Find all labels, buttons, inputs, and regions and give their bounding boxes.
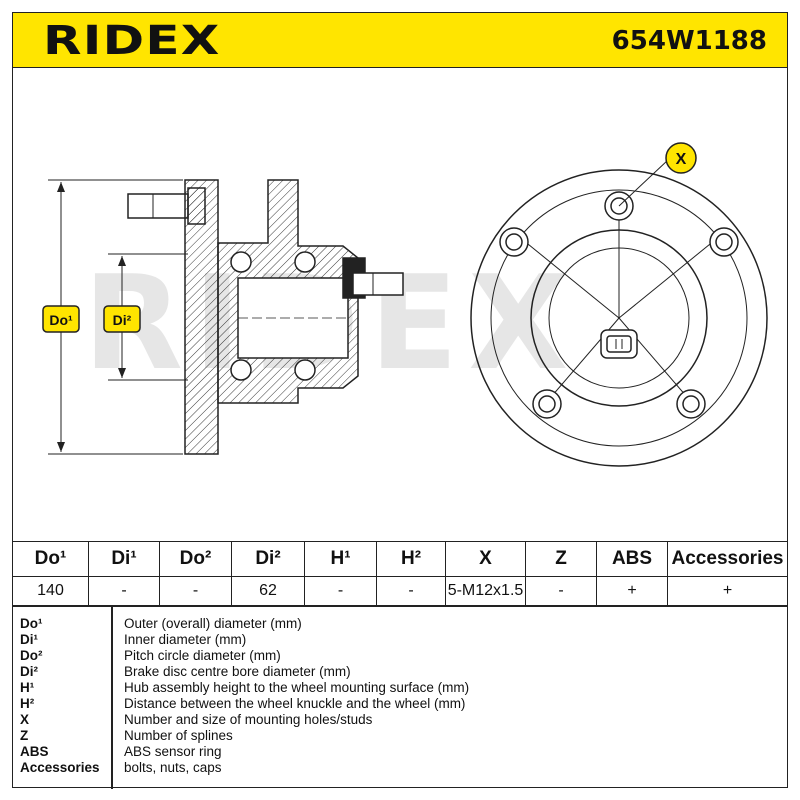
part-number: 654W1188 (611, 26, 767, 56)
header-bar: RIDEX 654W1188 (12, 12, 788, 68)
legend-desc: Brake disc centre bore diameter (mm) (124, 664, 351, 679)
legend-desc: Hub assembly height to the wheel mountin… (124, 680, 470, 695)
legend-desc: bolts, nuts, caps (124, 760, 222, 775)
specs-header: ABS (596, 541, 668, 577)
specs-value: 5-M12x1.5 (445, 576, 526, 606)
di2-label: Di² (103, 305, 141, 333)
specs-header: Di² (231, 541, 305, 577)
specs-value: - (525, 576, 597, 606)
legend-term: Do² (20, 648, 43, 663)
specs-header: Di¹ (88, 541, 160, 577)
wheel-hub-section-view (48, 179, 404, 455)
bolt-hole (676, 389, 706, 419)
specs-header: Do¹ (12, 541, 89, 577)
bolt-hole (709, 227, 739, 257)
svg-text:Di²: Di² (113, 312, 132, 328)
legend-row: X Number and size of mounting holes/studs (12, 712, 788, 728)
legend-term: Accessories (20, 760, 100, 775)
legend-desc: ABS sensor ring (124, 744, 222, 759)
legend-divider (111, 607, 113, 789)
x-label: X (665, 142, 697, 174)
legend-desc: Inner diameter (mm) (124, 632, 247, 647)
legend-desc: Number of splines (124, 728, 233, 743)
abs-sensor-connector-icon (600, 329, 638, 359)
specs-value: - (159, 576, 232, 606)
specs-table: Do¹ Di¹ Do² Di² H¹ H² X Z ABS Accessorie… (12, 541, 788, 606)
legend-term: Do¹ (20, 616, 43, 631)
legend-term: H² (20, 696, 35, 711)
svg-text:Do¹: Do¹ (49, 312, 73, 328)
specs-header: X (445, 541, 526, 577)
legend-term: ABS (20, 744, 49, 759)
legend-desc: Number and size of mounting holes/studs (124, 712, 373, 727)
legend-term: Z (20, 728, 29, 743)
specs-value: - (304, 576, 377, 606)
specs-header: H² (376, 541, 446, 577)
legend-row: Di¹ Inner diameter (mm) (12, 632, 788, 648)
legend-term: Di² (20, 664, 38, 679)
specs-value: + (596, 576, 668, 606)
specs-value: - (88, 576, 160, 606)
bolt-hole (532, 389, 562, 419)
legend-desc: Pitch circle diameter (mm) (124, 648, 281, 663)
specs-value: 62 (231, 576, 305, 606)
legend-term: Di¹ (20, 632, 38, 647)
specs-value: - (376, 576, 446, 606)
specs-value-row: 140 - - 62 - - 5-M12x1.5 - + + (12, 576, 788, 606)
do1-label: Do¹ (42, 305, 80, 333)
technical-drawing-svg: RIDEX (42, 142, 768, 467)
legend-row: Do¹ Outer (overall) diameter (mm) (12, 616, 788, 632)
legend-desc: Outer (overall) diameter (mm) (124, 616, 302, 631)
svg-text:X: X (676, 151, 687, 168)
technical-drawing: RIDEX (13, 68, 787, 542)
legend: Do¹ Outer (overall) diameter (mm) Di¹ Inne… (12, 606, 788, 789)
legend-term: H¹ (20, 680, 35, 695)
legend-row: H² Distance between the wheel knuckle and… (12, 696, 788, 712)
legend-row: ABS ABS sensor ring (12, 744, 788, 760)
specs-header: H¹ (304, 541, 377, 577)
legend-row: Accessories bolts, nuts, caps (12, 760, 788, 776)
bolt-hole (499, 227, 529, 257)
legend-term: X (20, 712, 30, 727)
legend-row: Z Number of splines (12, 728, 788, 744)
specs-header: Accessories (667, 541, 788, 577)
specs-header: Do² (159, 541, 232, 577)
legend-desc: Distance between the wheel knuckle and t… (124, 696, 466, 711)
brand-logo: RIDEX (43, 18, 221, 64)
specs-value: + (667, 576, 788, 606)
specs-value: 140 (12, 576, 89, 606)
wheel-hub-front-view (470, 159, 768, 467)
legend-row: H¹ Hub assembly height to the wheel mount… (12, 680, 788, 696)
legend-row: Do² Pitch circle diameter (mm) (12, 648, 788, 664)
specs-header: Z (525, 541, 597, 577)
specs-header-row: Do¹ Di¹ Do² Di² H¹ H² X Z ABS Accessorie… (12, 541, 788, 577)
legend-row: Di² Brake disc centre bore diameter (mm) (12, 664, 788, 680)
